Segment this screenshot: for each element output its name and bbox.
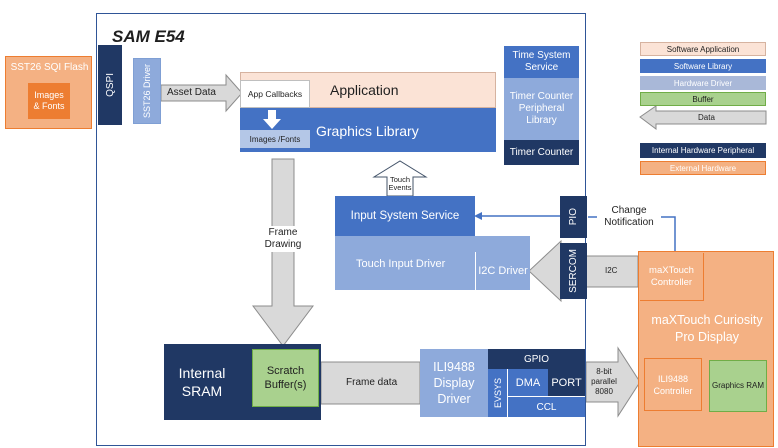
graphics-ram-block: Graphics RAM (709, 360, 767, 412)
dma-block: DMA (508, 369, 548, 396)
sercom-label: SERCOM (568, 249, 579, 293)
graphics-library-label: Graphics Library (316, 123, 419, 139)
internal-sram-label: Internal SRAM (178, 365, 226, 399)
frame-data-label: Frame data (346, 377, 398, 388)
scratch-buffer-block: Scratch Buffer(s) (252, 349, 319, 407)
ili9488-display-driver-block: ILI9488 Display Driver (420, 349, 488, 417)
ccl-block: CCL (508, 396, 585, 417)
ili9488-controller-block: ILI9488 Controller (644, 358, 702, 411)
legend-data-label: Data (698, 113, 715, 122)
time-system-service-block: Time System Service (504, 46, 579, 78)
i2c-label: I2C (605, 266, 618, 275)
images-fonts-library-label: Images /Fonts (249, 134, 301, 144)
parallel-8080-arrow (585, 346, 641, 418)
pio-to-input-arrowhead (474, 212, 482, 220)
qspi-label: QSPI (104, 73, 116, 97)
sst26-flash-box: SST26 SQI Flash Images & Fonts (5, 56, 92, 129)
legend-hardware-driver: Hardware Driver (640, 76, 766, 90)
sercom-block: SERCOM (560, 243, 587, 299)
timer-counter-plib-block: Timer Counter Peripheral Library (504, 78, 579, 140)
legend-software-library: Software Library (640, 59, 766, 73)
frame-drawing-arrow (252, 158, 314, 347)
port-block: PORT (548, 369, 585, 396)
images-fonts-box: Images & Fonts (28, 83, 70, 119)
sst26-driver-label: SST26 Driver (142, 63, 152, 118)
parallel-8080-label: 8-bit parallel 8080 (591, 367, 617, 396)
maxtouch-curiosity-display-label: maXTouch Curiosity Pro Display (651, 313, 763, 344)
gpio-block: GPIO (488, 349, 585, 369)
legend-external-hardware: External Hardware (640, 161, 766, 175)
images-fonts-down-arrow (263, 110, 281, 129)
i2c-driver-block: I2C Driver (475, 252, 530, 290)
touch-events-arrow (372, 160, 428, 197)
legend-internal-hardware-peripheral: Internal Hardware Peripheral (640, 143, 766, 158)
pio-block: PIO (560, 196, 587, 238)
frame-drawing-label: Frame Drawing (264, 226, 302, 252)
application-label: Application (330, 82, 399, 98)
sst26-driver-block: SST26 Driver (133, 58, 161, 124)
touch-events-label: Touch Events (388, 175, 412, 192)
images-fonts-library-block: Images /Fonts (240, 130, 310, 148)
touch-input-driver-label: Touch Input Driver (356, 258, 446, 270)
frame-data-arrow (320, 361, 421, 405)
input-system-service-block: Input System Service (335, 196, 475, 236)
legend-buffer: Buffer (640, 92, 766, 106)
evsys-block: EVSYS (488, 369, 508, 417)
app-callbacks-block: App Callbacks (240, 80, 310, 108)
change-notification-label: Change Notification (597, 204, 661, 230)
sst26-flash-title: SST26 SQI Flash (10, 62, 89, 73)
timer-counter-block: Timer Counter (504, 140, 579, 165)
legend-software-application: Software Application (640, 42, 766, 56)
legend-data-arrow (639, 105, 767, 130)
asset-data-arrow (160, 73, 243, 113)
qspi-block: QSPI (98, 45, 122, 125)
maxtouch-controller-block: maXTouch Controller (640, 253, 704, 301)
evsys-label: EVSYS (492, 377, 503, 408)
pio-label: PIO (568, 208, 579, 226)
sam-e54-title: SAM E54 (112, 27, 185, 46)
asset-data-label: Asset Data (167, 87, 216, 98)
